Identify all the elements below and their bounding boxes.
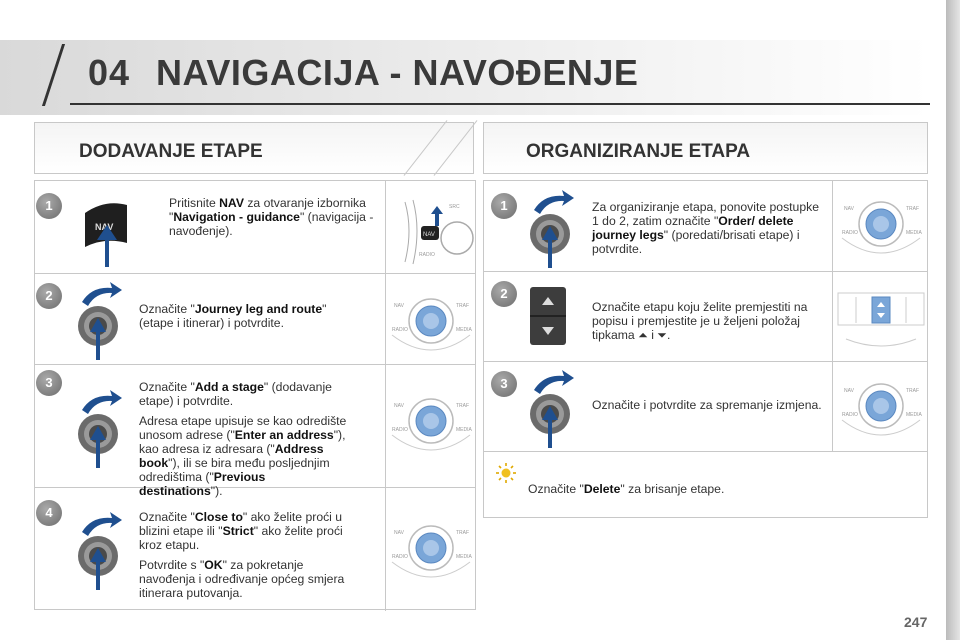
up-down-buttons-icon <box>530 287 566 345</box>
nav-button-icon: NAV <box>85 203 127 267</box>
divider-vertical <box>385 181 386 611</box>
divider <box>35 273 475 274</box>
rotary-knob-press-icon <box>78 512 122 590</box>
left-step-3-text: Označite "Add a stage" (dodavanje etape)… <box>139 380 347 498</box>
button-strip-thumbnail <box>837 292 925 347</box>
left-step-2-text: Označite "Journey leg and route" (etape … <box>139 302 327 330</box>
thumb-nav-label: NAV <box>394 403 405 409</box>
left-step-4-text: Označite "Close to" ako želite proći u b… <box>139 510 345 600</box>
thumb-traf-label: TRAF <box>906 206 919 212</box>
divider <box>484 451 927 452</box>
thumb-media-label: MEDIA <box>456 327 473 333</box>
left-step-1-text: Pritisnite NAV za otvaranje izbornika "N… <box>169 196 374 238</box>
chapter-number: 04 <box>88 52 131 93</box>
thumb-radio-label: RADIO <box>392 554 408 560</box>
nav-button-label: NAV <box>95 222 113 232</box>
divider <box>35 364 475 365</box>
page-edge-bar <box>946 0 960 640</box>
right-step-3-text: Označite i potvrdite za spremanje izmjen… <box>592 398 822 412</box>
thumb-radio-label: RADIO <box>842 412 858 418</box>
thumb-radio-label: RADIO <box>392 427 408 433</box>
header-underline <box>70 103 930 105</box>
thumb-traf-label: TRAF <box>456 530 469 536</box>
header-band <box>0 40 930 115</box>
dashboard-nav-thumbnail: NAV SRC RADIO <box>404 199 474 265</box>
page-number: 247 <box>904 614 928 630</box>
left-section-title: DODAVANJE ETAPE <box>79 141 263 162</box>
rotary-knob-press-icon <box>78 282 122 360</box>
step-badge: 2 <box>491 281 517 307</box>
rotary-knob-press-icon <box>78 390 122 468</box>
thumb-radio-label: RADIO <box>842 230 858 236</box>
step-badge: 2 <box>36 283 62 309</box>
arrow-up-icon: ⏶ <box>638 328 648 342</box>
right-step-2-text: Označite etapu koju želite premjestiti n… <box>592 300 808 342</box>
thumb-nav-label: NAV <box>394 530 405 536</box>
thumb-nav-label: NAV <box>423 232 435 238</box>
tip-text: Označite "Delete" za brisanje etape. <box>528 482 725 496</box>
thumb-media-label: MEDIA <box>456 427 473 433</box>
control-panel-thumbnail: NAV TRAF RADIO MEDIA <box>391 525 473 578</box>
rotary-knob-press-icon <box>530 370 574 448</box>
step-badge: 3 <box>36 370 62 396</box>
right-section-header: ORGANIZIRANJE ETAPA <box>483 122 928 174</box>
thumb-traf-label: TRAF <box>906 388 919 394</box>
right-step-1-text: Za organiziranje etapa, ponovite postupk… <box>592 200 819 256</box>
thumb-nav-label: NAV <box>844 388 855 394</box>
control-panel-thumbnail: NAV TRAF RADIO MEDIA <box>841 201 923 254</box>
control-panel-thumbnail: NAV TRAF RADIO MEDIA <box>841 383 923 436</box>
thumb-media-label: MEDIA <box>906 230 923 236</box>
divider <box>484 271 927 272</box>
divider-vertical <box>832 181 833 451</box>
chapter-title: NAVIGACIJA - NAVOĐENJE <box>156 52 639 93</box>
step-badge: 3 <box>491 371 517 397</box>
thumb-traf-label: TRAF <box>456 303 469 309</box>
divider <box>484 361 927 362</box>
right-section-title: ORGANIZIRANJE ETAPA <box>526 141 751 162</box>
divider <box>35 487 475 488</box>
sun-tip-icon <box>496 463 516 483</box>
control-panel-thumbnail: NAV TRAF RADIO MEDIA <box>391 398 473 451</box>
thumb-media-label: MEDIA <box>906 412 923 418</box>
thumb-radio-label: RADIO <box>419 252 435 258</box>
left-section-header: DODAVANJE ETAPE <box>34 120 478 176</box>
thumb-traf-label: TRAF <box>456 403 469 409</box>
thumb-src-label: SRC <box>449 204 460 210</box>
control-panel-thumbnail: NAV TRAF RADIO MEDIA <box>391 298 473 351</box>
arrow-down-icon: ⏷ <box>657 328 668 342</box>
step-badge: 1 <box>36 193 62 219</box>
thumb-media-label: MEDIA <box>456 554 473 560</box>
thumb-radio-label: RADIO <box>392 327 408 333</box>
thumb-nav-label: NAV <box>844 206 855 212</box>
rotary-knob-press-icon <box>530 190 574 268</box>
step-badge: 1 <box>491 193 517 219</box>
step-badge: 4 <box>36 500 62 526</box>
thumb-nav-label: NAV <box>394 303 405 309</box>
